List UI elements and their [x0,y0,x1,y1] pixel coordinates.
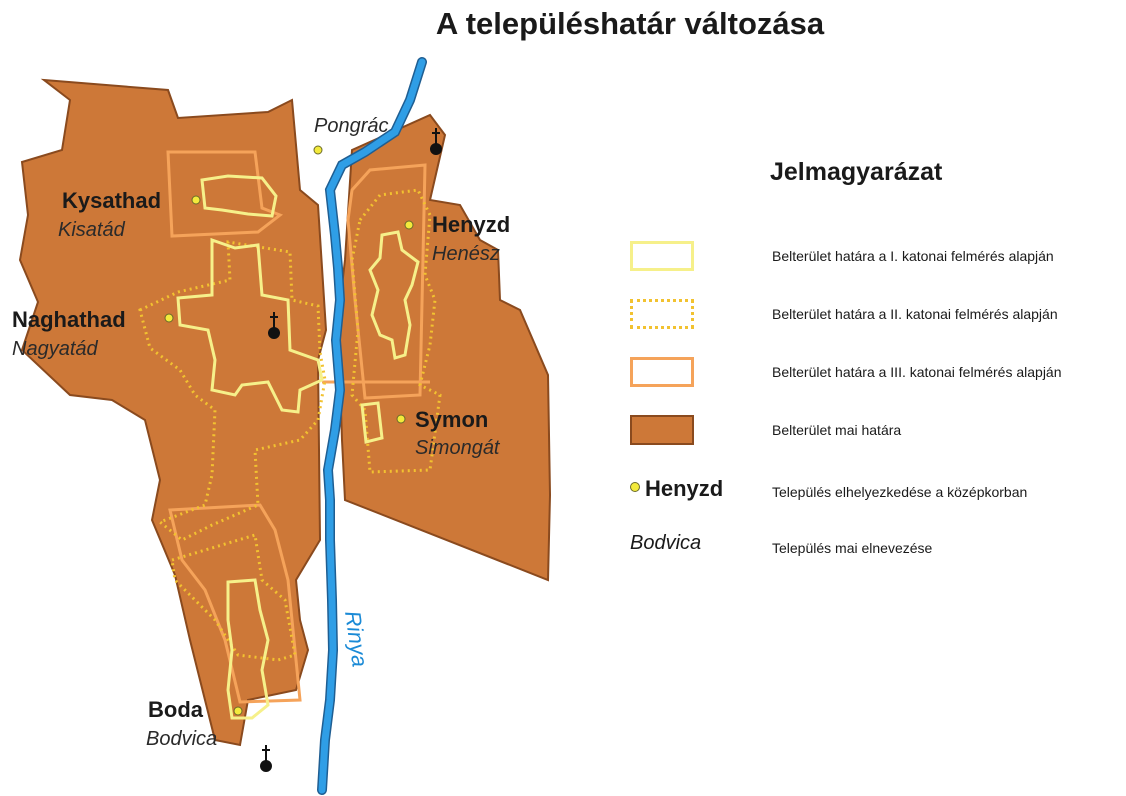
legend-item-survey3: Belterület határa a III. katonai felméré… [630,354,1126,394]
modern-name-kysathad: Kisatád [58,219,126,241]
medieval-name-kysathad: Kysathad [62,188,161,213]
medieval-name-boda: Boda [148,697,204,722]
legend-item-present: Belterület mai határa [630,412,1126,452]
medieval-name-symon: Symon [415,407,488,432]
survey1-boundary-symon [360,401,384,444]
legend-item-modern-name: Bodvica Település mai elnevezése [630,530,1126,570]
legend-swatch-survey2 [630,299,694,329]
survey2-boundary-central [138,240,327,542]
legend-swatch-survey1 [630,241,694,271]
settlement-dot-symon [396,414,406,424]
survey3-boundary-south [168,503,302,704]
settlement-dot-naghathad [164,313,174,323]
legend-label: Település elhelyezkedése a középkorban [772,484,1028,500]
church-cross-icon [430,128,442,155]
legend-sample-modern: Bodvica [630,532,702,554]
survey1-boundary-henyzd [368,230,420,360]
survey2-boundary-east [350,188,442,474]
settlement-dot-icon [630,482,640,493]
church-cross-icon [260,745,272,772]
legend-item-medieval-location: Henyzd Település elhelyezkedése a középk… [630,474,1126,514]
legend-item-survey1: Belterület határa a I. katonai felmérés … [630,238,1126,278]
survey1-boundary-boda [226,578,270,720]
settlement-dot-kysathad [191,195,201,205]
legend-label: Belterület mai határa [772,422,902,438]
survey1-boundary-naghathad [176,237,324,414]
settlement-dot-henyzd [404,220,414,230]
settlement-boundary-map: Rinya Kysathad Kisatád Naghathad Nagyatá… [12,57,552,795]
legend-item-survey2: Belterület határa a II. katonai felmérés… [630,296,1126,336]
legend-sample-medieval: Henyzd [630,476,723,502]
medieval-name-henyzd: Henyzd [432,212,510,237]
settlement-dot-boda [233,706,243,716]
legend-label: Belterület határa a III. katonai felméré… [772,364,1062,380]
modern-name-naghathad: Nagyatád [12,338,98,360]
modern-name-pongrac: Pongrác [314,115,389,137]
present-boundary-east [336,113,552,582]
modern-name-symon: Simongát [415,437,501,459]
legend-label: Település mai elnevezése [772,540,933,556]
present-boundary-west [18,78,328,747]
legend-swatch-present [630,415,694,445]
survey3-boundary-north [166,150,284,238]
church-cross-icon [268,312,280,339]
legend-swatch-survey3 [630,357,694,387]
medieval-name-naghathad: Naghathad [12,307,126,332]
river-label: Rinya [340,609,373,668]
legend-title: Jelmagyarázat [770,158,943,186]
modern-name-henyzd: Henész [432,243,500,265]
legend-label: Belterület határa a I. katonai felmérés … [772,248,1054,264]
settlement-dot-pongrac [313,145,323,155]
rinya-river-water [318,58,426,794]
survey3-boundary-east [346,163,427,400]
modern-name-boda: Bodvica [146,728,217,750]
survey1-boundary-kysathad [200,174,278,218]
map-title: A településhatár változása [435,6,825,41]
legend-label: Belterület határa a II. katonai felmérés… [772,306,1058,322]
